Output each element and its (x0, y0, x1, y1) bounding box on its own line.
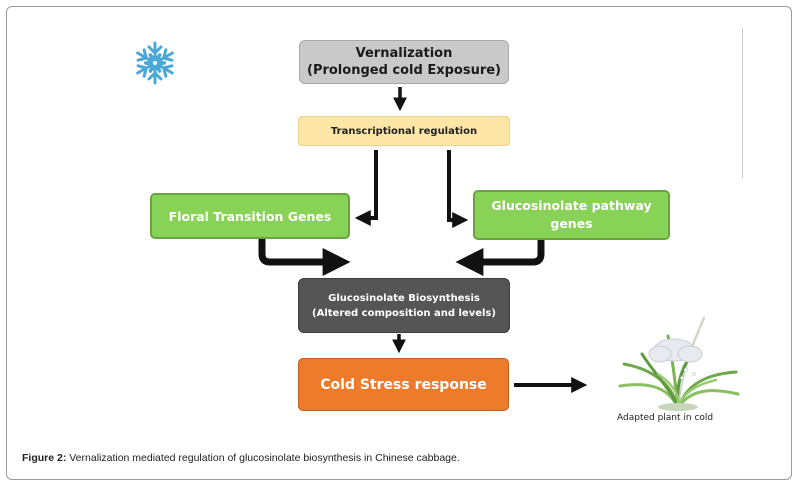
cold-stress-response-box: Cold Stress response (298, 358, 509, 411)
transcriptional-regulation-box: Transcriptional regulation (298, 116, 510, 146)
transcriptional-regulation-label: Transcriptional regulation (330, 125, 478, 137)
arrow-floral-to-biosynthesis (258, 239, 351, 276)
glucosinolate-pathway-genes-box: Glucosinolate pathway genes (473, 190, 670, 240)
plant-caption: Adapted plant in cold (617, 413, 714, 423)
figure-caption-label: Figure 2: (22, 452, 67, 464)
arrow-transcriptional-to-glucosinolate (447, 150, 469, 228)
vernalization-title: Vernalization (355, 46, 453, 61)
vernalization-subtitle: (Prolonged cold Exposure) (307, 63, 501, 78)
figure-edge-line (742, 28, 743, 178)
glucosinolate-biosynthesis-title: Glucosinolate Biosynthesis (328, 292, 480, 304)
glucosinolate-pathway-line1: Glucosinolate pathway (491, 198, 652, 213)
cold-stress-response-label: Cold Stress response (320, 376, 487, 393)
arrow-transcriptional-to-floral (354, 150, 378, 226)
arrow-glucosinolate-to-biosynthesis (455, 240, 545, 276)
floral-transition-genes-box: Floral Transition Genes (150, 193, 350, 239)
floral-transition-genes-label: Floral Transition Genes (168, 208, 332, 224)
figure-caption: Figure 2: Vernalization mediated regulat… (22, 452, 460, 464)
glucosinolate-biosynthesis-subtitle: (Altered composition and levels) (312, 307, 496, 319)
snowflake-icon (133, 41, 177, 85)
vernalization-box: Vernalization (Prolonged cold Exposure) (299, 40, 509, 84)
glucosinolate-biosynthesis-box: Glucosinolate Biosynthesis (Altered comp… (298, 278, 510, 333)
figure-caption-text: Vernalization mediated regulation of glu… (66, 452, 460, 464)
cold-adapted-plant-icon (618, 316, 740, 411)
glucosinolate-pathway-line2: genes (550, 216, 593, 231)
